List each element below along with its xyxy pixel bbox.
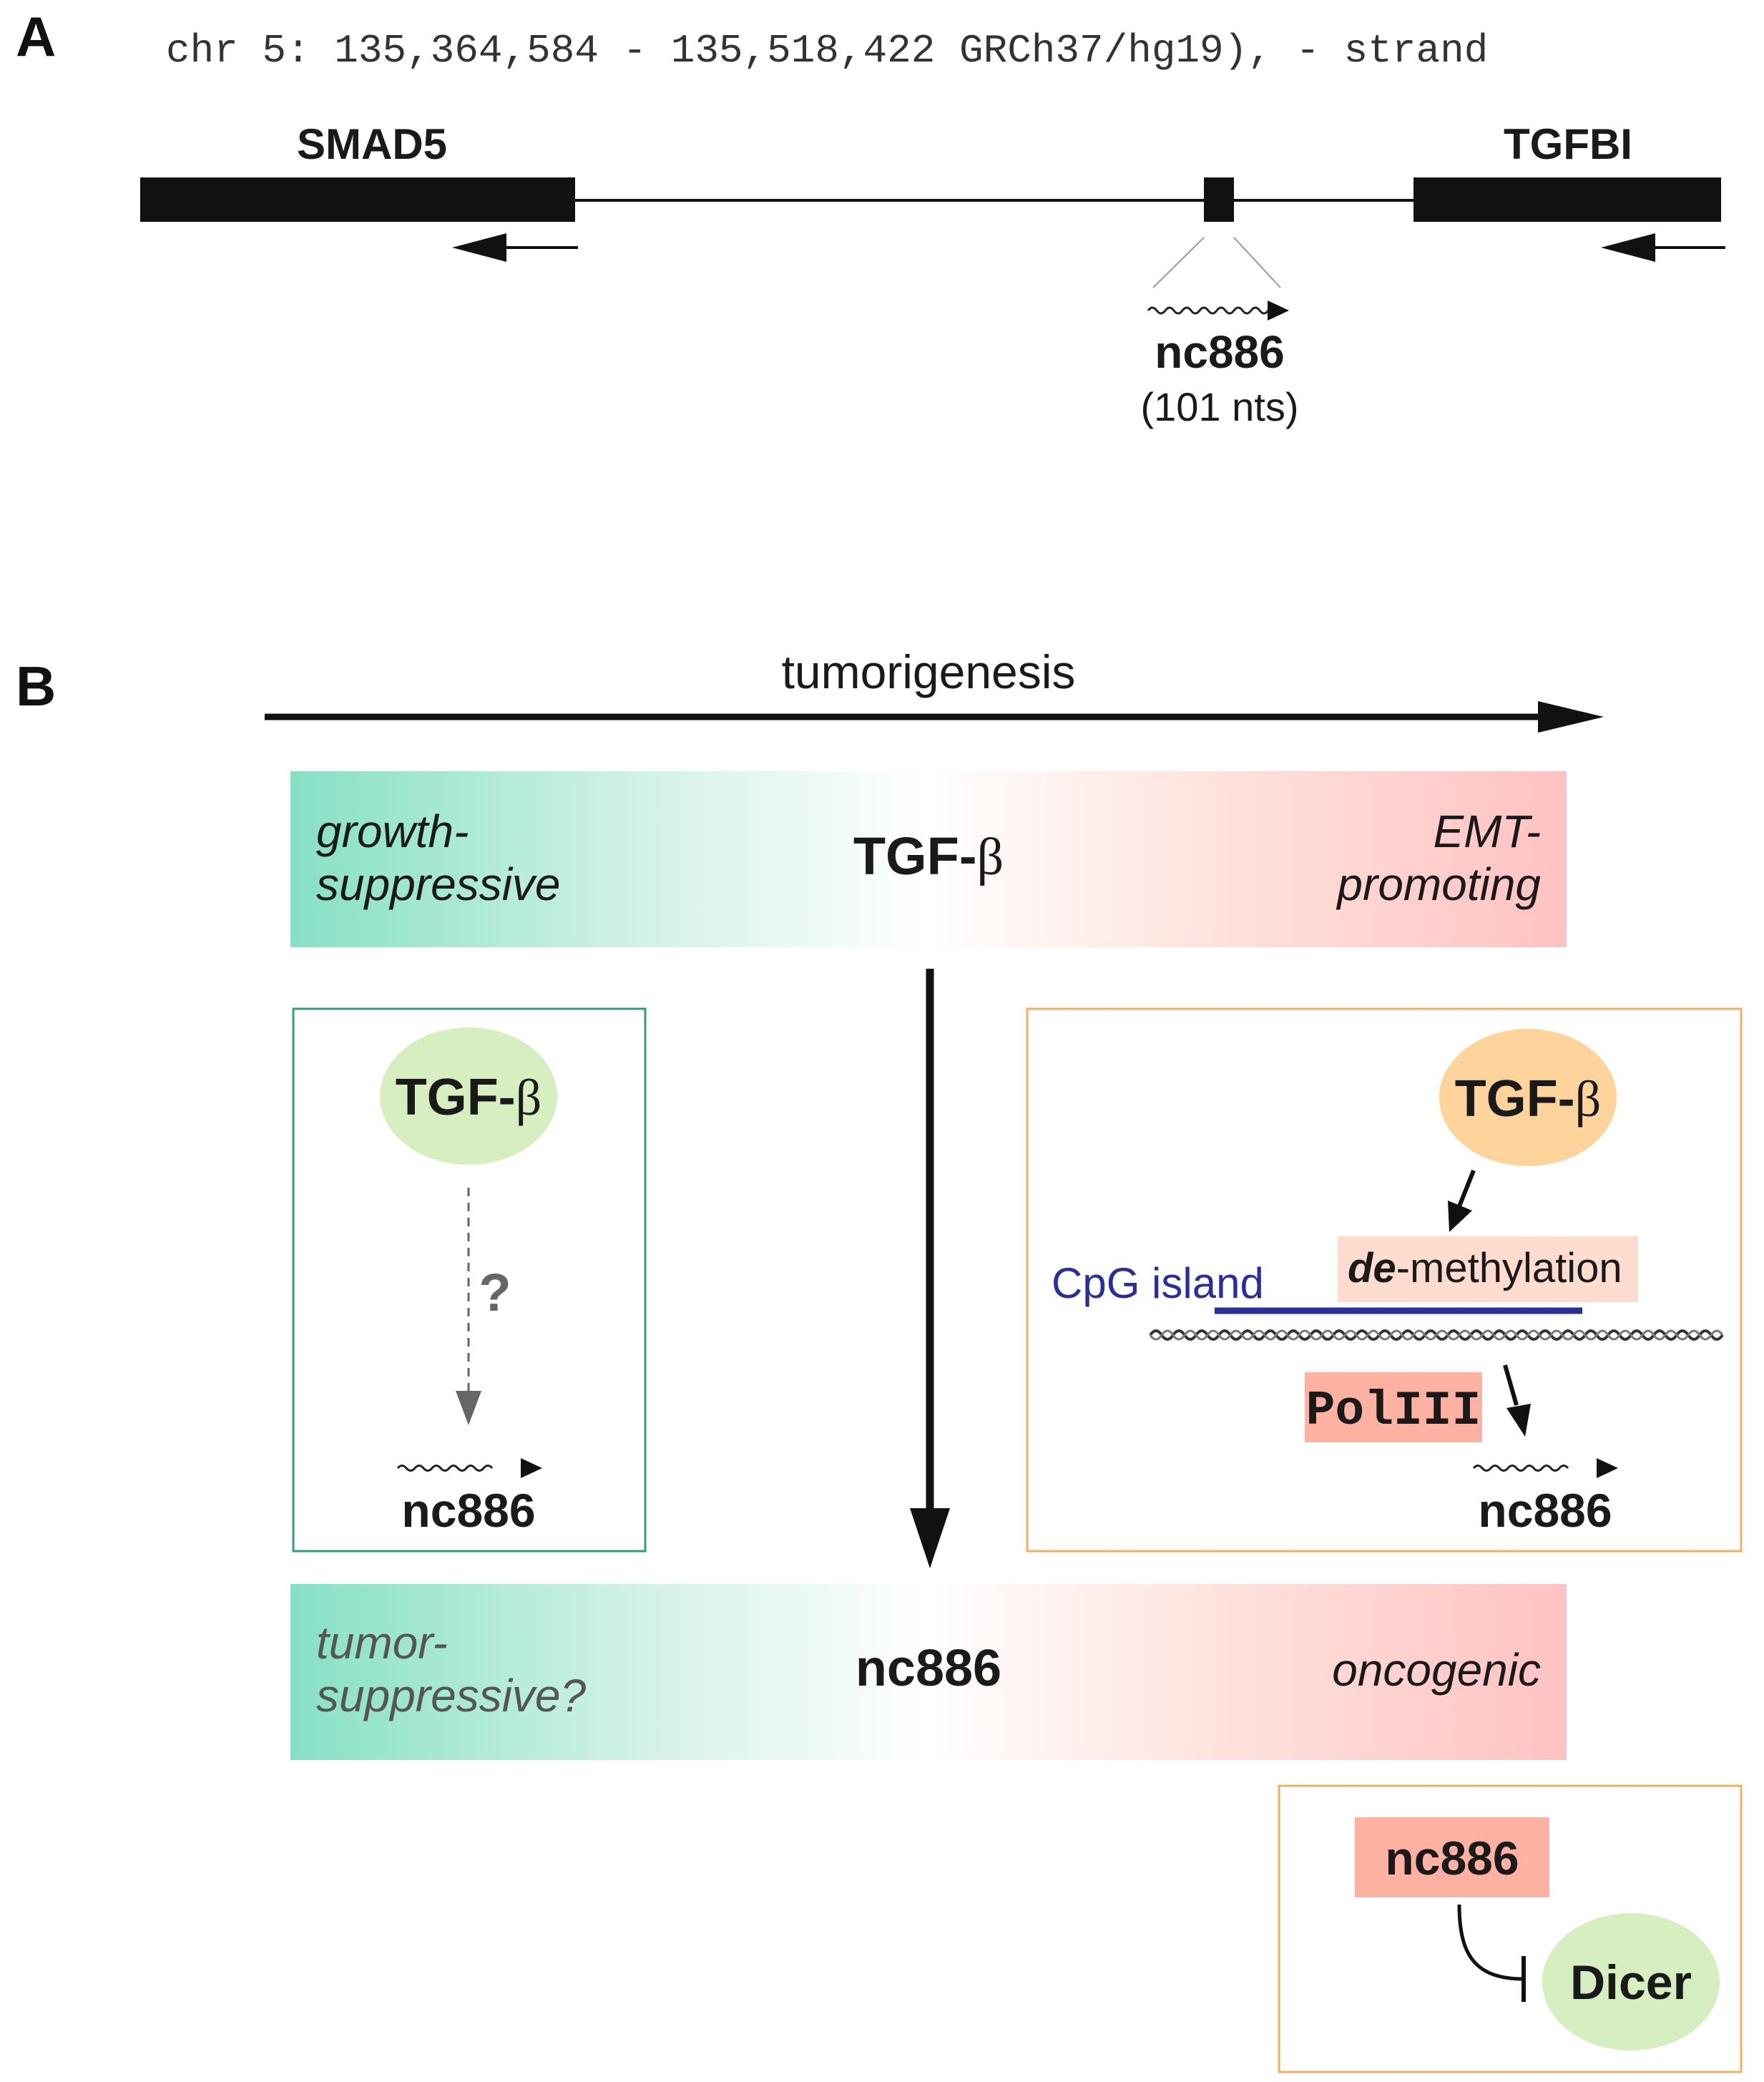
gene-label-tgfbi: TGFBI <box>1504 120 1632 168</box>
right-nc886-label: nc886 <box>1478 1484 1612 1537</box>
left-nc886-label: nc886 <box>401 1484 535 1537</box>
nc886-locus-block <box>1204 177 1234 222</box>
oncogenic-label: oncogenic <box>1332 1644 1541 1696</box>
tgf-beta-node-green-label: TGF-β <box>396 1069 542 1126</box>
transcription-arrow <box>1503 1364 1531 1437</box>
dashed-uncertain-arrow <box>456 1188 481 1425</box>
tumorigenesis-arrow <box>265 701 1604 733</box>
nc886-inhibitor-label: nc886 <box>1385 1832 1519 1885</box>
central-down-arrow <box>910 969 950 1568</box>
nc886-gradient-bar <box>290 1584 1567 1760</box>
nc886-length: (101 nts) <box>1141 384 1299 429</box>
dicer-inhibition-box <box>1278 1784 1743 2073</box>
nc886-label: nc886 <box>1155 326 1284 378</box>
genomic-coordinates: chr 5: 135,364,584 - 135,518,422 GRCh37/… <box>166 28 1488 74</box>
nc886-inhibitor-badge <box>1355 1817 1549 1897</box>
question-mark: ? <box>479 1263 511 1322</box>
polIII-label: PolIII <box>1306 1384 1481 1439</box>
growth-suppressive-line2: suppressive <box>316 859 561 910</box>
tgf-beta-node-orange-label: TGF-β <box>1455 1070 1602 1128</box>
growth-suppressive-box <box>292 1007 647 1553</box>
dicer-label: Dicer <box>1570 1955 1692 2010</box>
polIII-badge <box>1305 1372 1482 1442</box>
gene-block-tgfbi <box>1413 177 1721 222</box>
tgf-beta-node-green <box>380 1027 557 1165</box>
demethylation-badge <box>1338 1236 1638 1302</box>
tumorigenesis-label: tumorigenesis <box>782 645 1076 698</box>
strand-arrow-smad5 <box>452 233 578 262</box>
panel-a-label: A <box>16 5 56 68</box>
beta-symbol: β <box>976 828 1004 886</box>
right-transcript-arrow <box>1472 1458 1618 1478</box>
emt-promoting-line2: promoting <box>1336 859 1541 910</box>
panel-b-label: B <box>16 655 56 718</box>
tumor-suppressive-line2: suppressive? <box>316 1670 587 1721</box>
tgf-beta-node-orange <box>1439 1029 1617 1166</box>
nc886-bar-title: nc886 <box>856 1640 1001 1697</box>
tgf-beta-bar-title: TGF-β <box>853 826 1004 886</box>
cpg-island-label: CpG island <box>1052 1259 1264 1307</box>
left-transcript-arrow <box>396 1458 542 1478</box>
dicer-node <box>1542 1913 1720 2051</box>
emt-promoting-box <box>1026 1007 1743 1553</box>
emt-promoting-line1: EMT- <box>1433 806 1541 857</box>
inhibition-connector <box>1457 1904 1526 2002</box>
gene-block-smad5 <box>140 177 575 222</box>
growth-suppressive-line1: growth- <box>316 806 469 857</box>
dna-strand-two <box>1149 1329 1724 1341</box>
tumor-suppressive-line1: tumor- <box>316 1617 448 1668</box>
demethylation-arrow <box>1448 1169 1476 1232</box>
zoom-line-left <box>1152 237 1205 288</box>
strand-arrow-tgfbi <box>1601 233 1725 262</box>
tgf-prefix: TGF- <box>853 826 977 886</box>
gene-label-smad5: SMAD5 <box>297 120 447 168</box>
tgf-beta-gradient-bar <box>290 771 1567 947</box>
demethylation-label: de-methylation <box>1348 1245 1622 1291</box>
zoom-line-right <box>1233 237 1281 288</box>
nc886-transcript-arrow <box>1147 300 1289 321</box>
